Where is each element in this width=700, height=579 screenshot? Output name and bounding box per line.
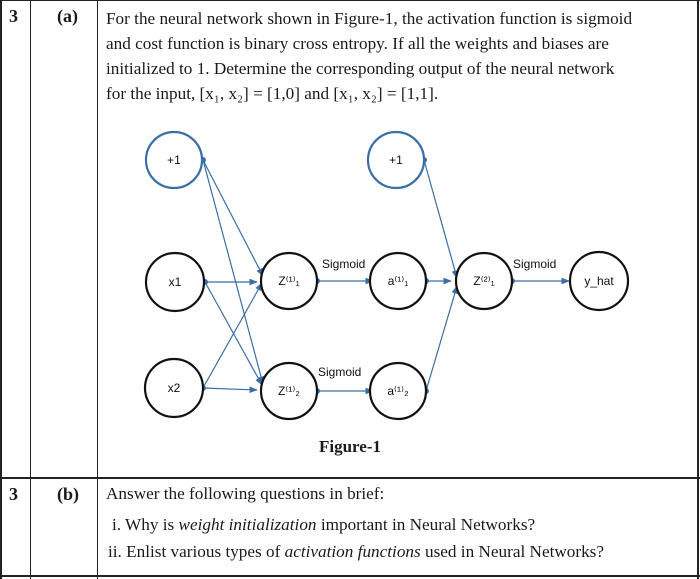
edge-x2-z12 <box>202 386 258 394</box>
hidden-node-z11-label: Z⁽¹⁾₁ <box>278 274 299 288</box>
question-b-item-2-suffix: used in Neural Networks? <box>420 542 604 561</box>
question-a-line-1: For the neural network shown in Figure-1… <box>106 9 633 28</box>
row-divider <box>0 477 700 479</box>
edge-a12-z21 <box>425 285 459 392</box>
table-border-top <box>0 0 700 1</box>
activation-node-a12 <box>368 361 428 421</box>
activation-node-a11 <box>368 251 428 311</box>
output-node-yhat-label: y_hat <box>584 274 614 288</box>
question-a-line-3: initialized to 1. Determine the correspo… <box>106 59 615 78</box>
question-b-item-1-prefix: i. Why is <box>112 515 179 534</box>
question-b-item-1-emphasis: weight initialization <box>178 515 317 534</box>
edge-bias1-z11 <box>202 159 264 277</box>
question-b-item-1: i. Why is weight initialization importan… <box>112 515 535 535</box>
input-node-x1 <box>144 251 206 313</box>
output-node-z21-label: Z⁽²⁾₁ <box>473 274 494 288</box>
table-border-bottom <box>0 575 700 577</box>
bias-node-input <box>144 130 204 190</box>
edge-x2-z11 <box>202 282 263 389</box>
question-part-label-b: (b) <box>57 484 79 504</box>
hidden-node-z12 <box>259 361 319 421</box>
column-divider-1 <box>30 0 31 579</box>
bias-node-input-label: +1 <box>167 153 181 167</box>
input-node-x2 <box>143 357 205 419</box>
table-border-left <box>0 0 2 579</box>
question-b-item-1-suffix: important in Neural Networks? <box>316 515 536 534</box>
question-a-line-2: and cost function is binary cross entrop… <box>106 34 609 53</box>
output-node-yhat <box>568 250 630 312</box>
question-a-text: For the neural network shown in Figure-1… <box>106 6 692 106</box>
activation-node-a12-label: a⁽¹⁾₂ <box>387 384 409 398</box>
table-border-right <box>697 0 699 579</box>
question-b-item-2-prefix: ii. Enlist various types of <box>108 542 285 561</box>
bias-node-hidden-label: +1 <box>389 153 403 167</box>
hidden-node-z12-label: Z⁽¹⁾₂ <box>278 384 300 398</box>
question-part-label: (a) <box>57 6 78 26</box>
output-node-z21 <box>454 251 514 311</box>
input-node-x1-label: x1 <box>169 275 182 289</box>
hidden-node-z11 <box>259 251 319 311</box>
input-node-x2-label: x2 <box>168 381 181 395</box>
question-number-b: 3 <box>9 484 18 504</box>
question-a-line-4: for the input, [x₁, x₂] = [1,0] and [x₁,… <box>106 84 439 103</box>
sigmoid-label-1: Sigmoid <box>322 257 365 271</box>
sigmoid-label-3: Sigmoid <box>513 257 556 271</box>
edge-bias1-z12 <box>202 159 265 385</box>
column-divider-2 <box>97 0 98 579</box>
edge-bias2-z21 <box>423 159 459 279</box>
activation-node-a11-label: a⁽¹⁾₁ <box>388 274 409 288</box>
bias-node-hidden <box>366 130 426 190</box>
question-b-item-2: ii. Enlist various types of activation f… <box>108 542 604 562</box>
figure-caption: Figure-1 <box>318 437 381 456</box>
question-b-heading: Answer the following questions in brief: <box>106 484 385 503</box>
question-b-item-2-emphasis: activation functions <box>284 542 421 561</box>
question-number: 3 <box>9 6 18 26</box>
sigmoid-label-2: Sigmoid <box>318 365 361 379</box>
